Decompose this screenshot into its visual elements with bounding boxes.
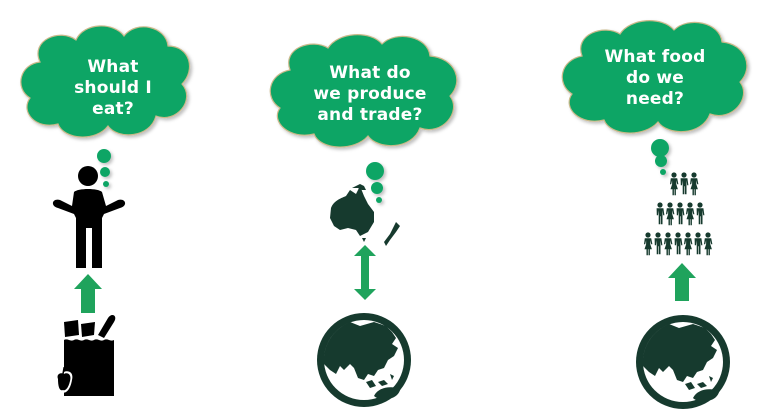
- question-line: What food: [604, 47, 706, 67]
- question-line: eat?: [92, 99, 134, 119]
- panel-nation: [269, 34, 458, 407]
- globe-icon: [317, 313, 411, 407]
- double-arrow-icon: [354, 245, 376, 300]
- panel-individual: [20, 25, 191, 396]
- question-individual: What should I eat?: [48, 57, 178, 120]
- question-line: and trade?: [317, 105, 423, 125]
- grocery-bag-icon: [55, 315, 116, 396]
- question-line: should I: [74, 78, 152, 98]
- question-line: we produce: [313, 84, 427, 104]
- australia-nz-map-icon: [330, 184, 400, 246]
- up-arrow-icon: [74, 274, 102, 313]
- person-shrugging-icon: [52, 166, 126, 268]
- question-nation: What do we produce and trade?: [295, 63, 445, 126]
- question-line: do we: [625, 68, 684, 88]
- question-line: What do: [329, 63, 411, 83]
- population-pyramid-icon: [644, 172, 713, 256]
- thought-cloud-individual: [20, 25, 191, 187]
- thought-cloud-population: [561, 20, 748, 175]
- panel-population: [561, 20, 748, 409]
- question-line: What: [87, 57, 139, 77]
- globe-icon: [636, 315, 730, 409]
- up-arrow-icon: [668, 263, 696, 301]
- question-line: need?: [625, 89, 685, 109]
- thought-cloud-nation: [269, 34, 458, 203]
- question-population: What food do we need?: [585, 47, 725, 110]
